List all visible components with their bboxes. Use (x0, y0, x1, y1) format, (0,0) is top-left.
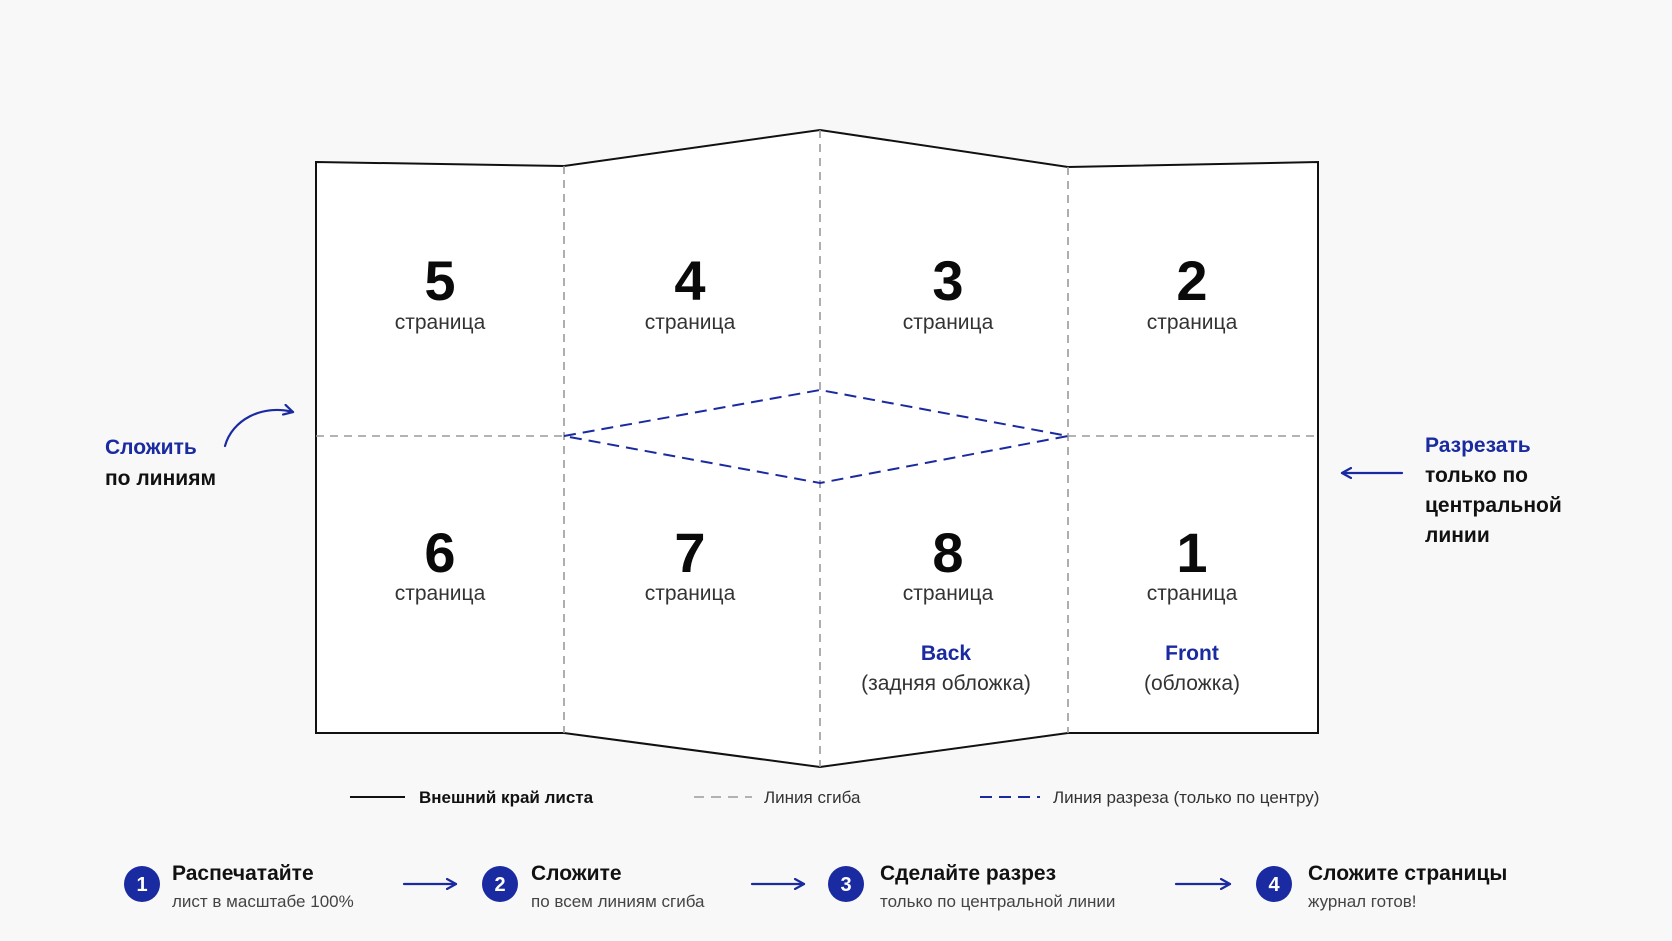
legend-item-outer-edge: Внешний край листа (350, 788, 594, 807)
step-number-badge (482, 866, 518, 902)
page-number: 4 (674, 249, 705, 312)
cut-note-line3: центральной (1425, 494, 1562, 517)
page-panel-1: 1 страница Front (обложка) (1144, 521, 1240, 695)
page-panel-8: 8 страница Back (задняя обложка) (861, 521, 1031, 695)
legend: Внешний край листа Линия сгиба Линия раз… (350, 788, 1319, 807)
page-label: страница (645, 311, 736, 334)
page-panel-7: 7 страница (645, 521, 736, 605)
step-title: Сложите страницы (1308, 862, 1507, 885)
page-panel-2: 2 страница (1147, 249, 1238, 334)
fold-note-line2: по линиям (105, 467, 216, 490)
step-subtitle: лист в масштабе 100% (172, 892, 354, 911)
step-number-badge (1256, 866, 1292, 902)
page-panel-6: 6 страница (395, 521, 486, 605)
page-number: 3 (932, 249, 963, 312)
page-panel-4: 4 страница (645, 249, 736, 334)
step-3: 3 Сделайте разрез только по центральной … (828, 862, 1115, 911)
back-cover-note: (задняя обложка) (861, 672, 1031, 695)
page-label: страница (903, 311, 994, 334)
step-subtitle: по всем линиям сгиба (531, 892, 705, 911)
step-number: 4 (1268, 874, 1280, 896)
step-title: Сложите (531, 862, 622, 885)
page-label: страница (395, 311, 486, 334)
step-number: 2 (494, 874, 505, 896)
step-2: 2 Сложите по всем линиям сгиба (482, 862, 705, 911)
cut-instruction-note: Разрезать только по центральной линии (1340, 434, 1562, 547)
legend-label: Внешний край листа (419, 788, 594, 807)
page-number: 2 (1176, 249, 1207, 312)
cut-note-line1: Разрезать (1425, 434, 1531, 457)
page-label: страница (1147, 311, 1238, 334)
step-number-badge (124, 866, 160, 902)
page-label: страница (395, 582, 486, 605)
page-panel-3: 3 страница (903, 249, 994, 334)
front-cover-note: (обложка) (1144, 672, 1240, 695)
page-number: 6 (424, 521, 455, 584)
cut-note-line4: линии (1425, 524, 1490, 547)
front-cover-label: Front (1165, 642, 1219, 665)
step-subtitle: журнал готов! (1308, 892, 1417, 911)
back-cover-label: Back (921, 642, 972, 665)
page-label: страница (903, 582, 994, 605)
page-label: страница (1147, 582, 1238, 605)
cut-note-line2: только по (1425, 464, 1528, 487)
legend-item-fold-line: Линия сгиба (694, 788, 861, 807)
step-4: 4 Сложите страницы журнал готов! (1256, 862, 1507, 911)
curved-arrow-icon (223, 410, 295, 448)
fold-instruction-note: Сложить по линиям (105, 410, 295, 490)
legend-item-cut-line: Линия разреза (только по центру) (980, 788, 1319, 807)
page-panel-5: 5 страница (395, 249, 486, 334)
step-title: Сделайте разрез (880, 862, 1056, 885)
step-number: 1 (136, 874, 147, 896)
cut-line-center (563, 388, 1069, 485)
page-number: 7 (674, 521, 705, 584)
step-number-badge (828, 866, 864, 902)
page-number: 5 (424, 249, 455, 312)
fold-note-line1: Сложить (105, 436, 197, 459)
page-number: 8 (932, 521, 963, 584)
page-number: 1 (1176, 521, 1207, 584)
page-label: страница (645, 582, 736, 605)
legend-label: Линия сгиба (764, 788, 861, 807)
steps-row: 1 Распечатайте лист в масштабе 100% 2 Сл… (124, 862, 1507, 911)
legend-label: Линия разреза (только по центру) (1053, 788, 1319, 807)
step-1: 1 Распечатайте лист в масштабе 100% (124, 862, 354, 911)
step-subtitle: только по центральной линии (880, 892, 1115, 911)
step-title: Распечатайте (172, 862, 314, 885)
step-number: 3 (840, 874, 851, 896)
